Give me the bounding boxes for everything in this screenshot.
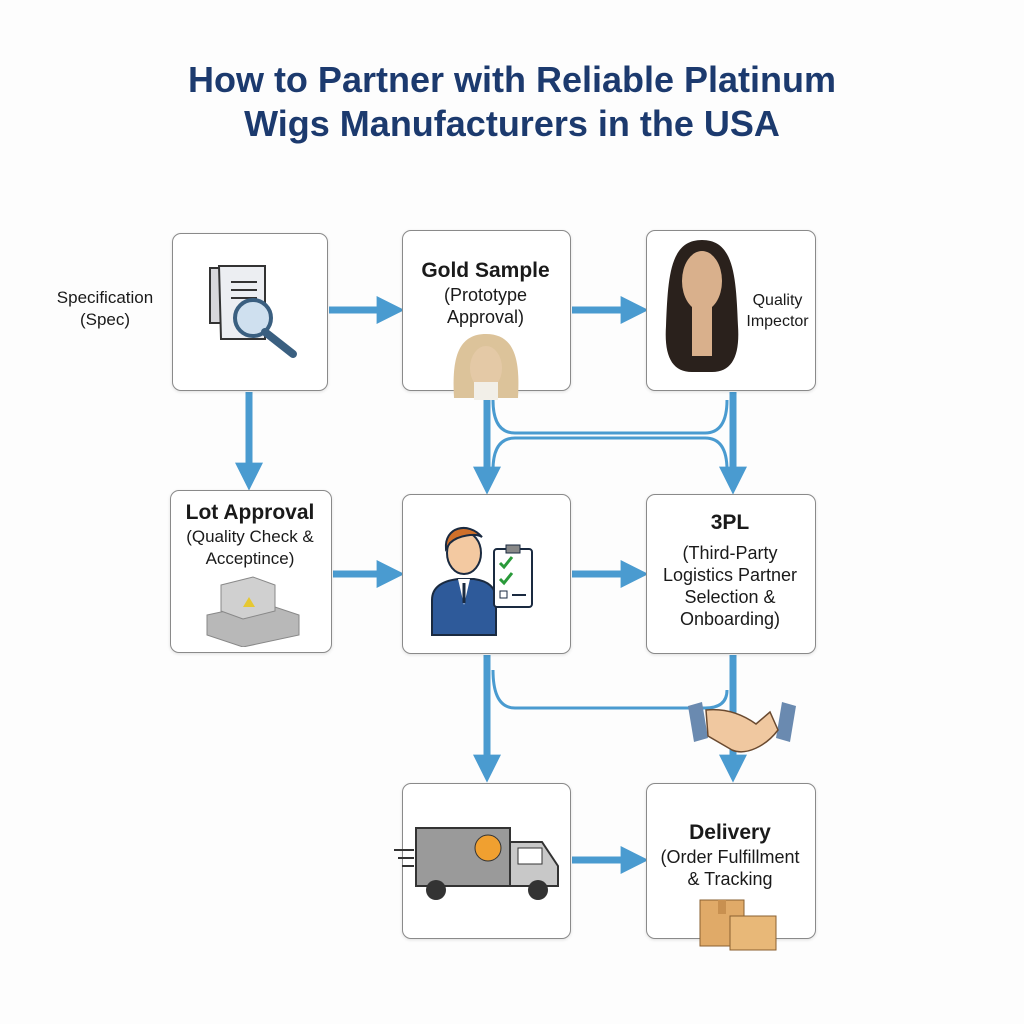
delivery-text: Delivery (Order Fulfillment & Tracking [646,820,814,890]
inspector-box [402,494,571,654]
lot-approval-sub-1: (Quality Check & [186,527,314,546]
delivery-sub-2: & Tracking [687,869,773,889]
title-line-2: Wigs Manufacturers in the USA [244,103,780,144]
spec-label-line-1: Specification [56,288,154,307]
gold-sample-heading: Gold Sample [421,259,550,282]
stamp-machine-icon [206,576,300,647]
lot-approval-text: Lot Approval (Quality Check & Acceptince… [170,500,330,570]
lot-approval-sub-2: Acceptince) [205,549,295,568]
threepl-sub-3: Selection & [684,587,776,607]
page-title: How to Partner with Reliable Platinum Wi… [0,58,1024,146]
spec-label: Specification (Spec) [40,287,170,331]
quality-inspector-label: Quality Impector [735,290,820,332]
connector-lines [491,399,729,710]
quality-label-line-1: Quality [752,292,803,309]
document-magnifier-icon [209,265,297,358]
inspector-clipboard-icon [431,527,533,636]
title-line-1: How to Partner with Reliable Platinum [187,59,837,100]
spec-label-line-2: (Spec) [79,310,131,329]
gold-sample-sub-2: Approval) [446,307,525,327]
lot-approval-heading: Lot Approval [185,501,315,524]
quality-label-line-2: Impector [746,313,809,330]
gold-sample-sub-1: (Prototype [443,285,528,305]
delivery-truck-icon [394,827,559,900]
handshake-icon [688,702,796,753]
threepl-heading: 3PL [710,511,750,534]
delivery-sub-1: (Order Fulfillment [660,847,800,867]
dark-wig-mannequin-icon [665,240,739,372]
gold-sample-text: Gold Sample (Prototype Approval) [402,258,569,328]
blonde-wig-icon [453,334,519,400]
gold-sample-box [402,230,571,391]
threepl-box [646,494,816,654]
threepl-text: 3PL (Third-Party Logistics Partner Selec… [646,510,814,630]
threepl-sub-2: Logistics Partner [662,565,798,585]
delivery-heading: Delivery [689,821,771,844]
threepl-sub-1: (Third-Party [682,543,778,563]
threepl-sub-4: Onboarding) [679,609,781,629]
boxes-icon [699,899,777,951]
